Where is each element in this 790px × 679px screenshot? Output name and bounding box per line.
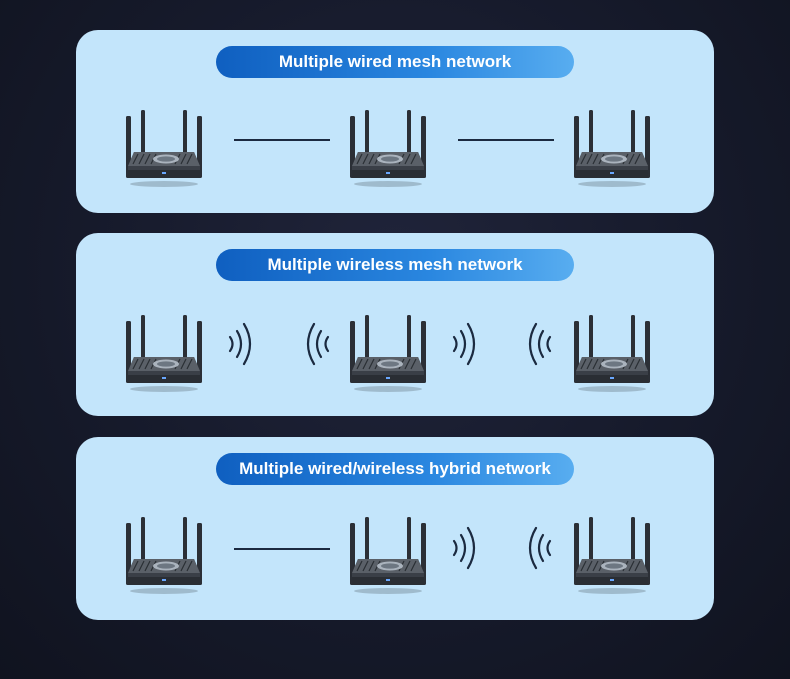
router-icon: [346, 515, 430, 595]
ethernet-line: [234, 548, 330, 550]
ethernet-line: [234, 139, 330, 141]
wireless-signal-icon: [450, 525, 480, 571]
hybrid-network-panel: Multiple wired/wireless hybrid network: [76, 437, 714, 620]
router-icon: [122, 108, 206, 188]
panel-title: Multiple wired/wireless hybrid network: [216, 453, 574, 485]
wireless-signal-icon: [302, 321, 332, 367]
wireless-signal-icon: [524, 525, 554, 571]
router-icon: [570, 515, 654, 595]
wireless-signal-icon: [524, 321, 554, 367]
wireless-mesh-panel: Multiple wireless mesh network: [76, 233, 714, 416]
wired-mesh-panel: Multiple wired mesh network: [76, 30, 714, 213]
panel-title: Multiple wireless mesh network: [216, 249, 574, 281]
ethernet-line: [458, 139, 554, 141]
router-icon: [346, 108, 430, 188]
router-icon: [570, 313, 654, 393]
wireless-signal-icon: [226, 321, 256, 367]
router-icon: [122, 515, 206, 595]
wireless-signal-icon: [450, 321, 480, 367]
panel-title: Multiple wired mesh network: [216, 46, 574, 78]
router-icon: [570, 108, 654, 188]
router-icon: [346, 313, 430, 393]
router-icon: [122, 313, 206, 393]
